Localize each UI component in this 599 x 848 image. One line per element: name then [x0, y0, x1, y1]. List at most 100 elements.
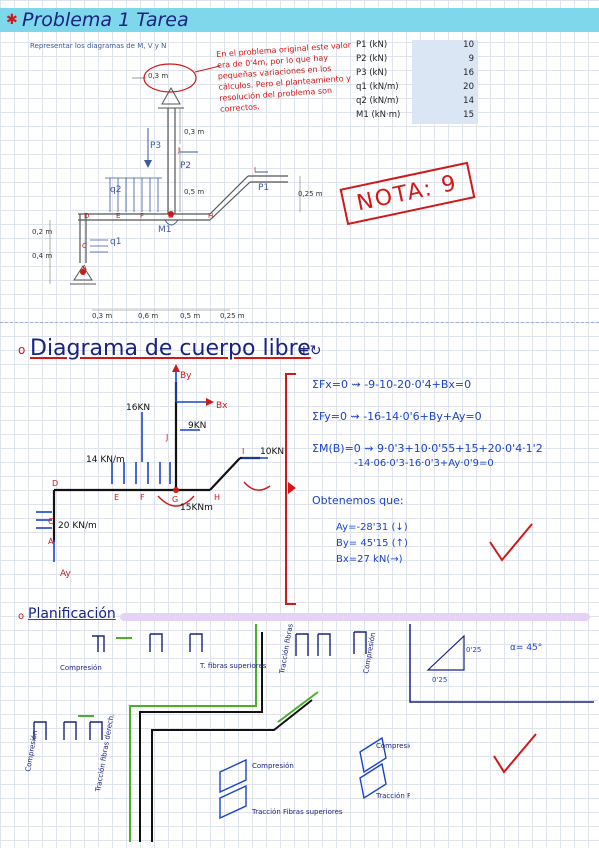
load-label: q1 — [110, 237, 121, 247]
load-label: Ay — [60, 569, 72, 579]
equation-fy: ΣFy=0 ⇝ -16-14·0'6+By+Ay=0 — [312, 410, 482, 423]
param-row: q2 (kN/m) 14 — [356, 96, 478, 110]
plan-sketches: Compresión T. fibras superiores Tracción… — [24, 622, 410, 842]
teacher-note: En el problema original este valor era d… — [215, 40, 352, 114]
param-label: q2 (kN/m) — [356, 96, 399, 106]
checkmark-icon — [493, 733, 537, 774]
point-label: D — [84, 212, 89, 220]
plan-label: Compresión — [24, 730, 39, 773]
point-label: F — [140, 212, 144, 220]
plan-label: Tracción Fibras superiores — [251, 808, 343, 816]
point-label: G — [172, 495, 178, 504]
dim-label: 0,2 m — [32, 228, 52, 236]
dim-label: 0,25 m — [298, 190, 323, 198]
point-label: G — [168, 212, 173, 220]
problem-subtitle: Representar los diagramas de M, V y N — [30, 42, 167, 50]
param-row: M1 (kN·m) 15 — [356, 110, 478, 124]
dim-label: 0,25 m — [220, 312, 245, 320]
point-label: D — [52, 479, 58, 488]
param-value: 14 — [412, 96, 478, 110]
dcl-title: Diagrama de cuerpo libre — [30, 336, 311, 361]
plan-label: Compresión — [60, 664, 102, 672]
load-label: 9KN — [188, 421, 206, 431]
dim-label: 0,5 m — [184, 188, 204, 196]
load-label: q2 — [110, 185, 121, 195]
bullet-star-icon: ✱ — [6, 12, 18, 28]
title-band — [0, 8, 599, 32]
dim-label: 0,5 m — [180, 312, 200, 320]
load-label: M1 — [158, 225, 172, 235]
plan-label: Compresión — [362, 632, 377, 675]
result-by: By= 45'15 (↑) — [336, 538, 408, 549]
param-label: q1 (kN/m) — [356, 82, 399, 92]
load-label: 10KN — [260, 447, 284, 457]
dim-label: 0,3 m — [92, 312, 112, 320]
point-label: C — [82, 242, 87, 250]
param-value: 15 — [412, 110, 478, 124]
dim-label: 0,6 m — [138, 312, 158, 320]
point-label: H — [208, 212, 213, 220]
load-label: 20 KN/m — [58, 521, 97, 531]
plan-label: Compresión — [376, 742, 410, 750]
load-label: 14 KN/m — [86, 455, 125, 465]
param-value: 16 — [412, 68, 478, 82]
plan-label: Tracción fibras izq. — [278, 622, 297, 675]
point-label: J — [177, 146, 180, 154]
point-label: H — [214, 493, 220, 502]
sign-convention: +↻ — [298, 343, 322, 359]
point-label: A — [82, 264, 87, 272]
grade-stamp: NOTA: 9 — [339, 161, 475, 226]
point-label: A — [48, 537, 54, 546]
red-bracket — [285, 373, 296, 605]
load-label: P2 — [180, 161, 191, 171]
equation-mb: ΣM(B)=0 ⇝ 9·0'3+10·0'55+15+20·0'4·1'2 — [312, 442, 543, 455]
checkmark-icon — [489, 523, 533, 562]
equation-mb-cont: -14·06·0'3-16·0'3+Ay·0'9=0 — [354, 458, 494, 469]
obtain-label: Obtenemos que: — [312, 494, 404, 507]
point-label: E — [114, 493, 119, 502]
angle-sketch: 0'25 0'25 α= 45° — [409, 624, 594, 703]
plan-label: Tracción Fibras superiores — [375, 792, 410, 800]
equation-fx: ΣFx=0 ⇝ -9-10-20·0'4+Bx=0 — [312, 378, 472, 391]
load-label: Bx — [216, 401, 228, 411]
param-label: M1 (kN·m) — [356, 110, 401, 120]
param-value: 20 — [412, 82, 478, 96]
dim-label: 0,3 m — [184, 128, 204, 136]
param-row: P2 (kN) 9 — [356, 54, 478, 68]
load-label: P3 — [150, 141, 161, 151]
parameter-table: P1 (kN) 10 P2 (kN) 9 P3 (kN) 16 q1 (kN/m) 20… — [356, 40, 478, 124]
angle-label: α= 45° — [510, 643, 542, 653]
section-bullet: o — [18, 611, 25, 622]
point-label: C — [48, 517, 54, 526]
section-divider — [0, 322, 599, 323]
param-value: 9 — [412, 54, 478, 68]
plan-label: Tracción fibras derech. — [94, 713, 116, 793]
param-row: P1 (kN) 10 — [356, 40, 478, 54]
result-ay: Ay=-28'31 (↓) — [336, 522, 408, 533]
load-label: 16KN — [126, 403, 150, 413]
param-label: P1 (kN) — [356, 40, 388, 50]
param-label: P3 (kN) — [356, 68, 388, 78]
param-row: P3 (kN) 16 — [356, 68, 478, 82]
highlight-line — [120, 613, 590, 621]
structure-figure: 0,3 m 0,3 m 0,5 m 0,25 m 0,2 m 0,4 m 0,3… — [32, 63, 323, 320]
result-bx: Bx=27 kN(→) — [336, 554, 403, 565]
point-label: I — [242, 447, 244, 456]
load-label: By — [180, 371, 192, 381]
param-label: P2 (kN) — [356, 54, 388, 64]
point-label: J — [165, 433, 168, 442]
page-title: Problema 1 Tarea — [22, 9, 189, 31]
load-label: 15KNm — [180, 503, 213, 513]
plan-title: Planificación — [28, 606, 116, 622]
param-value: 10 — [412, 40, 478, 54]
plan-label: T. fibras superiores — [199, 662, 267, 670]
angle-label: 0'25 — [466, 646, 481, 654]
plan-label: Compresión — [252, 762, 294, 770]
dim-label: 0,3 m — [148, 72, 168, 80]
point-label: I — [254, 166, 256, 174]
angle-label: 0'25 — [432, 676, 447, 684]
dim-label: 0,4 m — [32, 252, 52, 260]
param-row: q1 (kN/m) 20 — [356, 82, 478, 96]
section-bullet: o — [18, 343, 26, 357]
point-label: F — [140, 493, 145, 502]
